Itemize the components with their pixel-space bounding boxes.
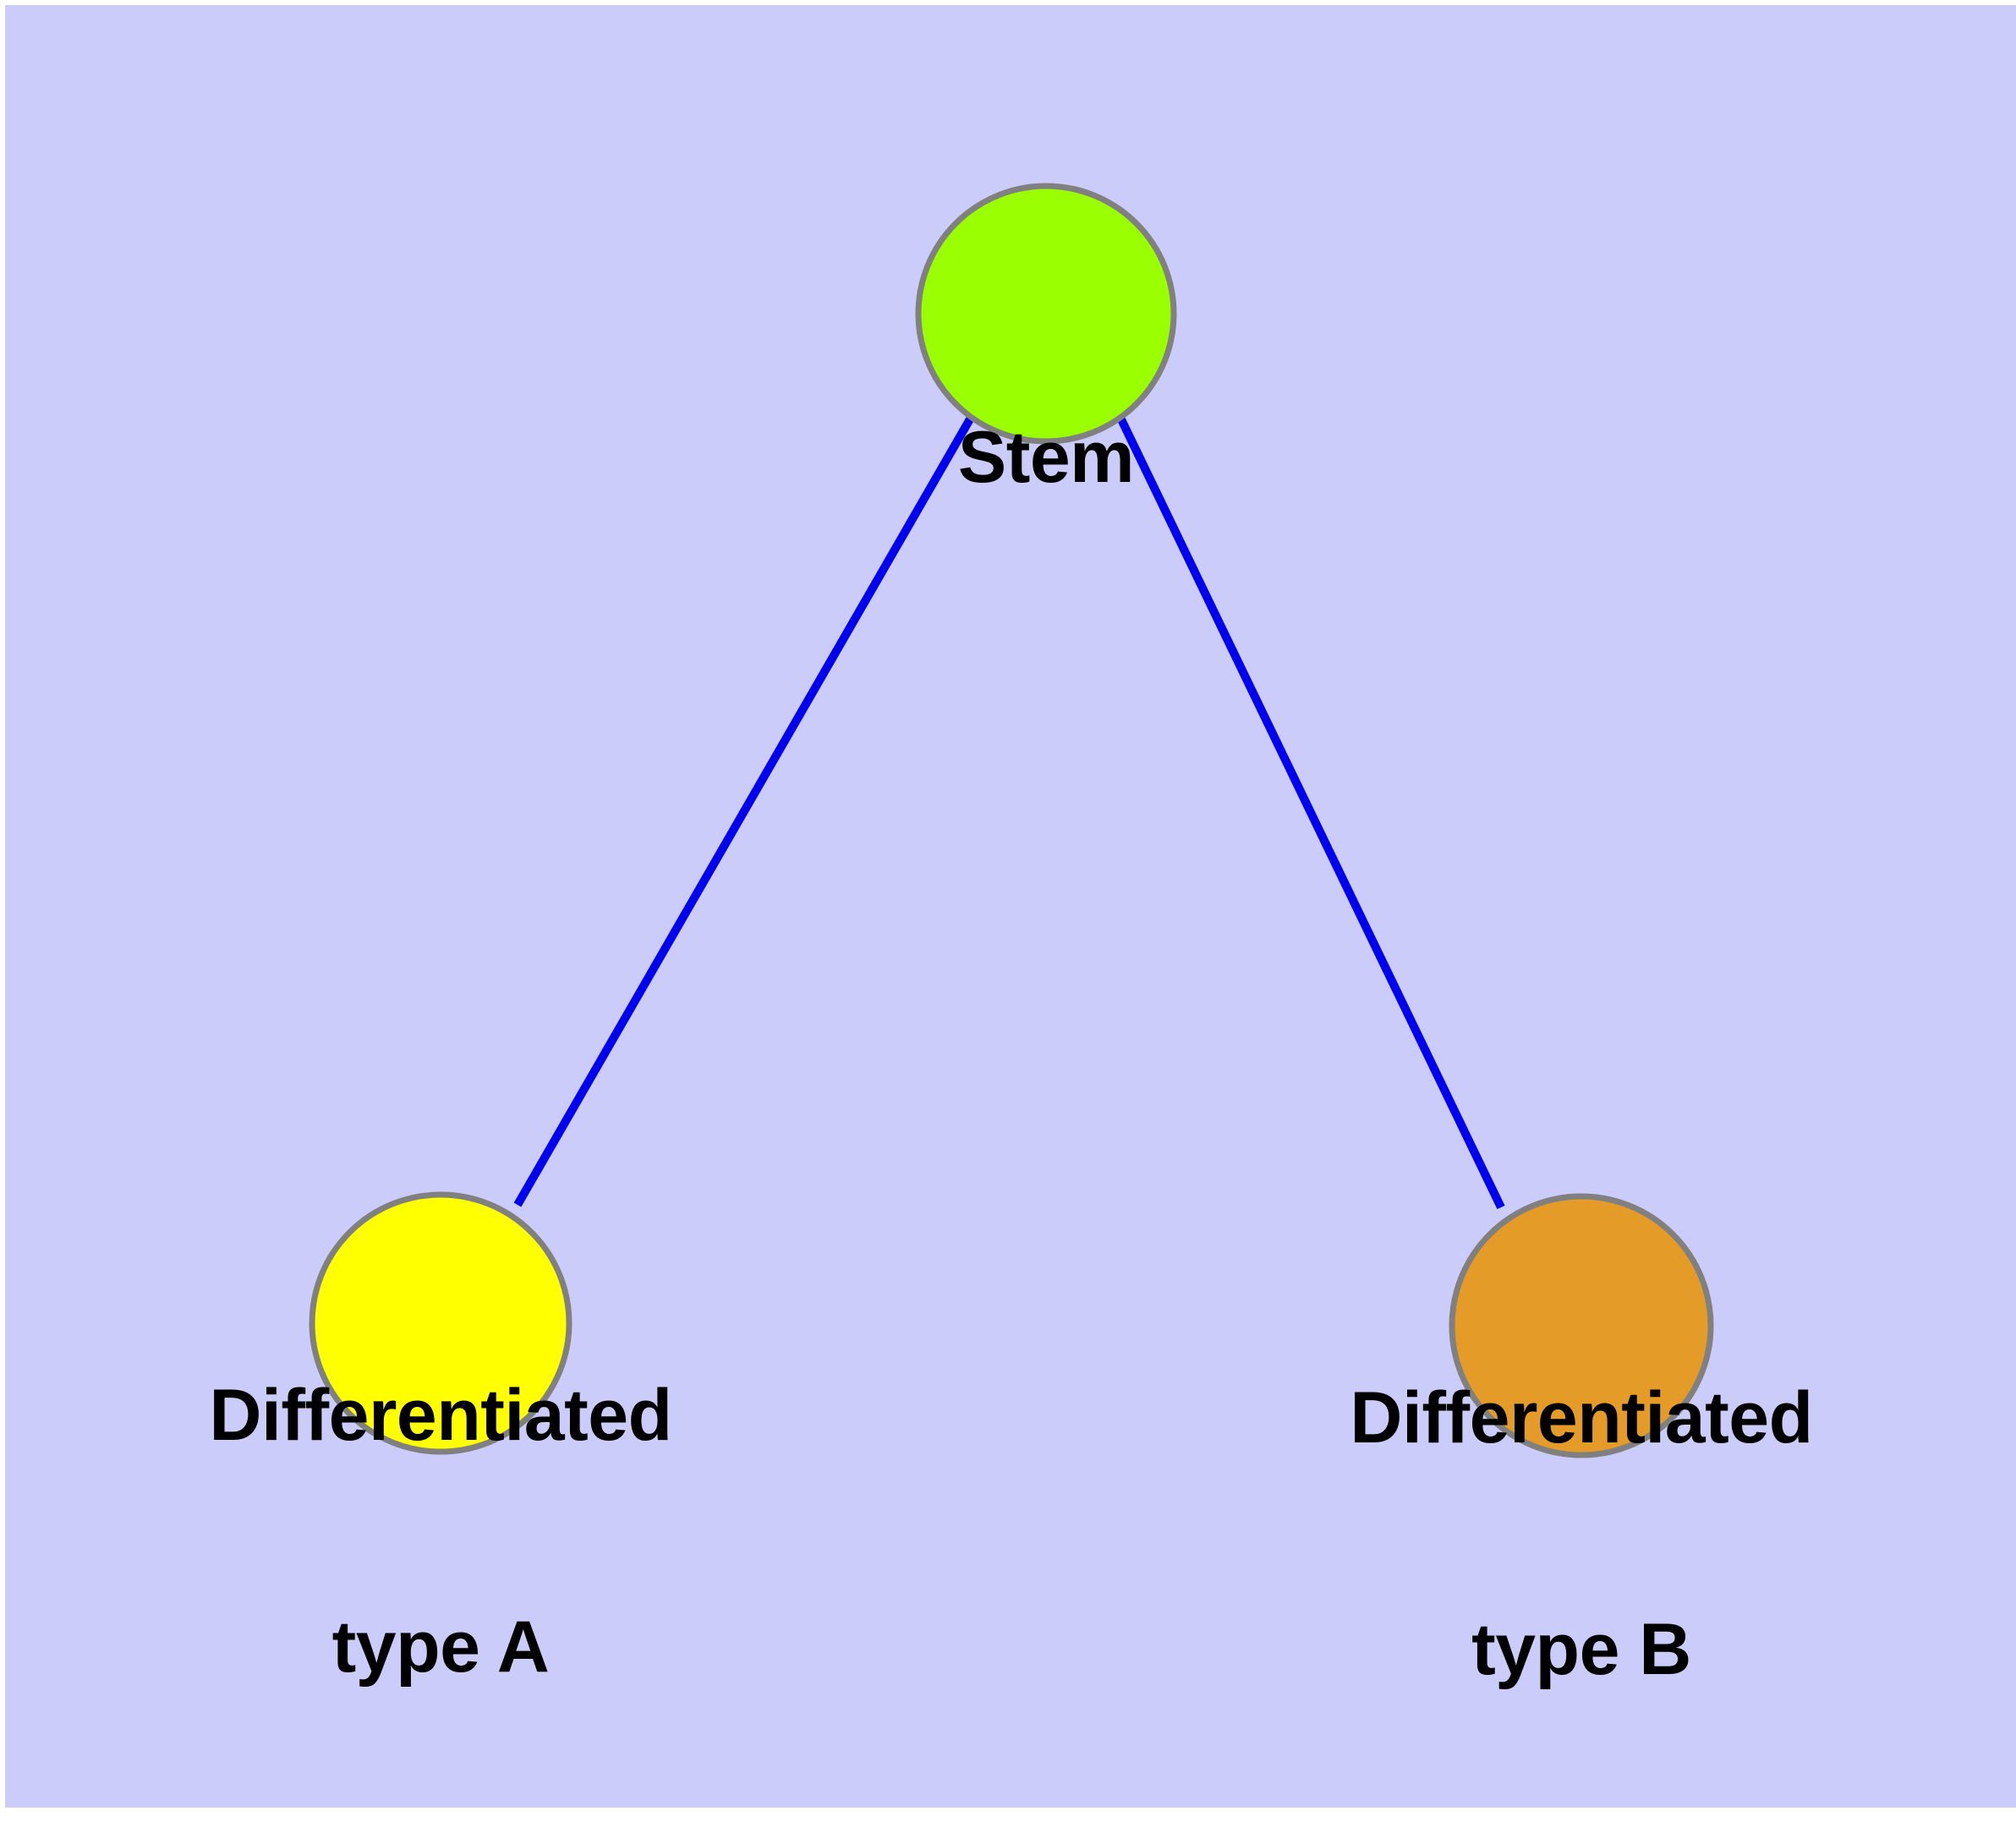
edge-stem-to-differentiated-type-a[interactable] — [513, 415, 975, 1207]
node-circle-stem[interactable] — [915, 183, 1177, 445]
node-circle-differentiated-type-a[interactable] — [309, 1191, 572, 1455]
node-circle-differentiated-type-b[interactable] — [1449, 1193, 1714, 1458]
node-layer — [309, 183, 1714, 1458]
edge-layer — [513, 413, 1505, 1210]
edge-stem-to-differentiated-type-b[interactable] — [1115, 413, 1505, 1210]
